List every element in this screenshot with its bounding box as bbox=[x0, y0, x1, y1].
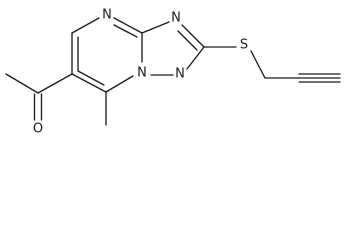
bond-n1-c7 bbox=[105, 75, 134, 93]
atom-nitrogen-triazole-top: N bbox=[171, 11, 181, 26]
bond-s-ch2 bbox=[250, 50, 266, 79]
atom-nitrogen-bridgehead: N bbox=[137, 66, 147, 81]
bond-n3-c2 bbox=[181, 24, 205, 48]
atom-sulfur: S bbox=[240, 38, 248, 53]
bond-c3a-n3 bbox=[141, 21, 170, 34]
structure-diagram: O N N N N S bbox=[5, 8, 341, 137]
bond-n4-c3a bbox=[113, 17, 143, 34]
bond-c5-n4 bbox=[71, 17, 100, 34]
bond-n3-c2-inner bbox=[177, 30, 198, 51]
atom-nitrogen-triazole-bottom: N bbox=[175, 67, 185, 82]
bond-c7-c6-inner bbox=[77, 70, 105, 86]
bond-methyl-carbonyl bbox=[5, 73, 39, 94]
bond-carbonyl-ring bbox=[37, 73, 73, 94]
atom-oxygen: O bbox=[33, 122, 43, 137]
bond-n4-c3a-inner bbox=[113, 24, 138, 38]
bond-c2-n2 bbox=[186, 46, 205, 70]
atom-nitrogen-pyrimidine-top: N bbox=[102, 8, 112, 23]
bond-c7-c6 bbox=[71, 73, 107, 93]
